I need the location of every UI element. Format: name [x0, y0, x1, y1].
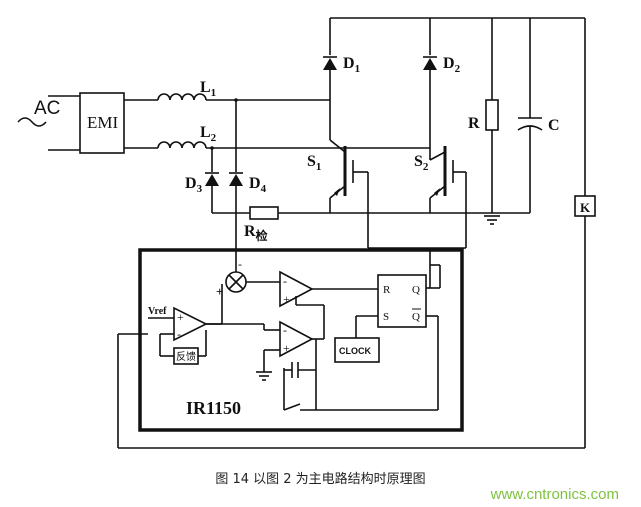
diode-d1: D1 [323, 18, 360, 100]
d3-sub: 3 [197, 183, 203, 195]
ff-qbar: Q [412, 311, 420, 323]
d2-label: D [443, 55, 455, 72]
d1-sub: 1 [355, 63, 361, 75]
opamp2-plus: + [177, 310, 184, 324]
svg-text:D1: D1 [343, 55, 360, 75]
svg-text:L1: L1 [200, 79, 216, 99]
svg-text:L2: L2 [200, 124, 217, 144]
ff-s: S [383, 311, 389, 323]
r-label: R [468, 115, 480, 132]
l2-sub: 2 [211, 132, 217, 144]
l1-label: L [200, 79, 211, 96]
r-sense-sub: 检 [256, 228, 268, 243]
ground-icon [484, 215, 500, 225]
flip-flop: R S Q Q [377, 274, 427, 328]
k-label: K [580, 200, 591, 215]
d2-sub: 2 [455, 63, 461, 75]
resistor-r: R [468, 18, 499, 213]
d4-label: D [249, 175, 261, 192]
opamp3-minus: - [283, 323, 287, 337]
clock-label: CLOCK [339, 346, 371, 356]
switch-s2: S2 [414, 146, 467, 248]
emi-filter: EMI [79, 92, 125, 154]
ff-q: Q [412, 284, 420, 296]
sensor-k: K [574, 195, 596, 217]
svg-text:S2: S2 [414, 153, 429, 173]
figure-caption: 图 14 以图 2 为主电路结构时原理图 [215, 472, 426, 487]
svg-text:D4: D4 [249, 175, 267, 195]
inductor-l2: L2 [157, 124, 217, 149]
emi-label: EMI [87, 113, 119, 132]
r-sense-label: R [244, 223, 256, 240]
s1-label: S [307, 153, 316, 170]
s1-sub: 1 [316, 161, 322, 173]
switch-s1: S1 [307, 100, 369, 248]
vref-label: Vref [148, 306, 167, 317]
ac-source: AC [17, 95, 80, 151]
c-label: C [548, 117, 560, 134]
d3-label: D [185, 175, 197, 192]
current-opamp: - + [279, 320, 314, 358]
feedback-label: 反馈 [176, 350, 196, 363]
d4-sub: 4 [261, 183, 267, 195]
inductor-l1: L1 [157, 79, 216, 101]
watermark: www.cntronics.com [490, 486, 619, 503]
svg-text:S1: S1 [307, 153, 321, 173]
capacitor-c: C [517, 18, 560, 213]
multiplier: - + [216, 257, 247, 299]
mult-plus: + [216, 284, 223, 299]
chip-label: IR1150 [186, 398, 241, 418]
error-amp: Vref + - [148, 306, 208, 342]
ir1150-block: IR1150 - + - + R S Q Q [138, 248, 464, 432]
clock-block: CLOCK [334, 337, 380, 363]
d1-label: D [343, 55, 355, 72]
opamp3-plus: + [283, 341, 290, 355]
diode-d2: D2 [423, 18, 461, 148]
ac-label: AC [34, 98, 60, 119]
svg-text:D2: D2 [443, 55, 461, 75]
diode-d4: D4 [229, 100, 267, 258]
svg-text:R检: R检 [244, 223, 268, 243]
ground-icon [256, 371, 272, 381]
resistor-sense: R检 [244, 206, 279, 243]
opamp1-plus: + [283, 292, 290, 306]
feedback-block: 反馈 [173, 347, 199, 365]
mult-minus: - [238, 257, 242, 271]
s2-sub: 2 [423, 161, 429, 173]
opamp1-minus: - [283, 274, 287, 288]
ff-r: R [383, 284, 391, 296]
s2-label: S [414, 153, 423, 170]
l1-sub: 1 [211, 87, 217, 99]
opamp2-minus: - [177, 327, 181, 341]
l2-label: L [200, 124, 211, 141]
svg-text:D3: D3 [185, 175, 203, 195]
diode-d3: D3 [185, 148, 219, 213]
